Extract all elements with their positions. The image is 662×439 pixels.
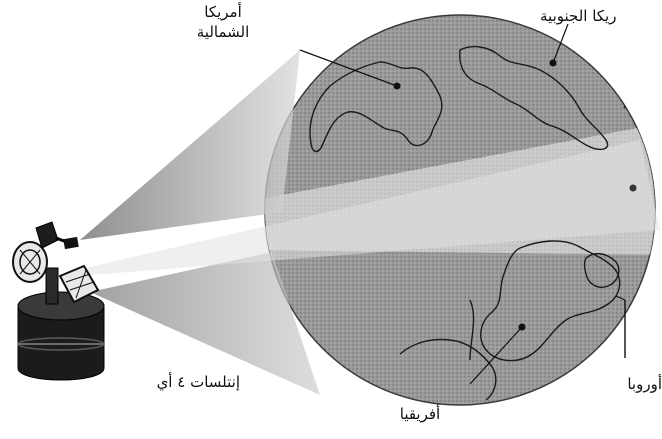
label-europe: أوروبا [596,374,662,394]
label-north-america-line1: أمريكا [168,2,278,22]
satellite-body-top [18,292,104,320]
intelsat-satellite [13,222,104,380]
label-north-america-line2: الشمالية [168,22,278,42]
label-south-america: ريكا الجنوبية [540,6,662,26]
upper-beam [80,50,300,240]
satellite-mast [46,268,58,304]
label-africa: أفريقيا [370,404,470,424]
label-north-america: أمريكا الشمالية [168,2,278,42]
label-satellite: إنتلسات ٤ أي [130,372,240,392]
globe-edge-point [630,185,637,192]
